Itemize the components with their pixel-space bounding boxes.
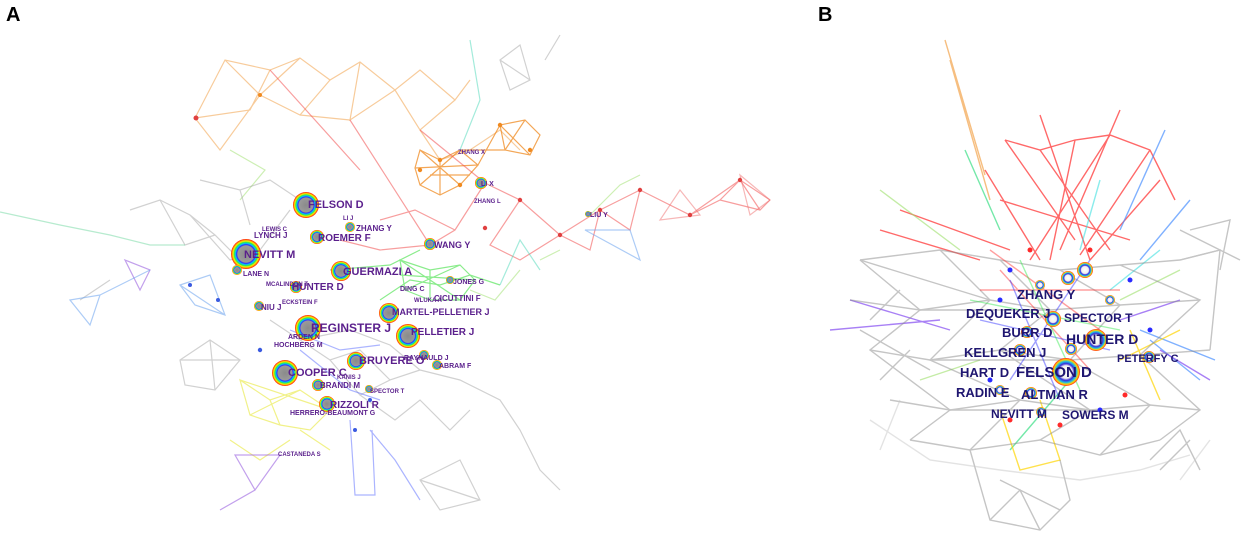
label-b: ALTMAN R: [1021, 387, 1089, 402]
label-a: DING C: [400, 286, 425, 293]
label-a: ABRAM F: [439, 363, 472, 370]
label-a: LI X: [481, 181, 494, 188]
label-a: LYNCH J: [254, 231, 288, 240]
label-b: FELSON D: [1016, 364, 1092, 381]
panel-a-letter: A: [6, 4, 21, 26]
node-b-peterfy-c: [1143, 351, 1155, 363]
label-a: HUNTER D: [292, 282, 344, 293]
node-b-hunter-d: [1085, 329, 1107, 351]
label-a: NEVITT M: [244, 249, 295, 261]
node-rizzoli-r: [319, 396, 335, 412]
node-b-extra-3: [1105, 295, 1115, 305]
label-b: SOWERS M: [1062, 408, 1129, 422]
label-a: GUERMAZI A: [343, 266, 412, 278]
node-niu-j: [254, 301, 264, 311]
node-b-extra-1: [1077, 262, 1093, 278]
label-a: COOPER C: [288, 367, 347, 379]
node-zhang-y: [345, 222, 355, 232]
node-martel-pelletier-j: [379, 303, 399, 323]
network-a-labels: FELSON D NEVITT M LEWIS C LYNCH J LI J Z…: [243, 150, 608, 458]
node-wang-y: [424, 238, 436, 250]
label-a: HOCHBERG M: [274, 342, 323, 349]
label-a: NIU J: [261, 303, 281, 312]
node-b-kellgren-j: [1014, 344, 1026, 356]
label-a: LIU Y: [590, 212, 608, 219]
label-a: CASTANEDA S: [278, 452, 321, 458]
label-a: HERRERO-BEAUMONT G: [290, 410, 376, 417]
label-a: SPECTOR T: [370, 389, 405, 395]
label-a: MARTEL-PELLETIER J: [392, 307, 490, 317]
label-b: SPECTOR T: [1064, 311, 1133, 325]
node-b-altman-r: [1025, 387, 1037, 399]
node-spector-t: [365, 385, 373, 393]
panel-b-letter: B: [818, 4, 833, 26]
label-a: ARDEN N: [288, 334, 320, 341]
network-b-labels: ZHANG Y DEQUEKER J SPECTOR T BURR D HUNT…: [956, 287, 1179, 422]
node-b-radin-e: [995, 385, 1005, 395]
node-nevitt-m: [231, 239, 261, 269]
node-b-extra-2: [1065, 343, 1077, 355]
node-reginster-j: [295, 315, 321, 341]
label-a: WANG Y: [434, 240, 470, 250]
network-a-nodes: [188, 93, 743, 432]
node-jones-g: [446, 276, 454, 284]
label-a: JONES G: [453, 279, 485, 286]
node-hunter-d: [290, 281, 302, 293]
label-b: PETERFY C: [1117, 353, 1179, 365]
label-b: ZHANG Y: [1017, 287, 1076, 302]
node-b-nevitt-m: [1036, 407, 1046, 417]
label-a: MCALINDON T: [266, 282, 308, 288]
label-a: FELSON D: [308, 199, 364, 211]
label-a: LANE N: [243, 271, 269, 278]
label-a: KANIS J: [337, 375, 361, 381]
node-abram-f: [432, 360, 442, 370]
label-b: DEQUEKER J: [966, 306, 1051, 321]
label-b: HUNTER D: [1066, 331, 1138, 347]
label-a: BRUYERE O: [359, 355, 425, 367]
node-roemer-f: [310, 230, 324, 244]
label-a: RIZZOLI R: [330, 400, 380, 411]
node-guermazi-a: [331, 261, 351, 281]
node-cooper-c: [272, 360, 298, 386]
label-b: RADIN E: [956, 385, 1010, 400]
label-b: KELLGREN J: [964, 345, 1046, 360]
label-a: REGINSTER J: [311, 321, 391, 335]
node-raynauld-j: [419, 350, 429, 360]
label-a: WLUKA A: [414, 298, 443, 304]
label-a: LI J: [343, 216, 353, 222]
label-a: RAYNAULD J: [404, 355, 449, 362]
node-liu-y: [585, 211, 591, 217]
node-lane-n: [232, 265, 242, 275]
network-b-nodes: [987, 247, 1155, 428]
label-a: PELLETIER J: [411, 327, 474, 338]
label-a: LEWIS C: [262, 227, 288, 233]
node-brandi-m: [312, 379, 324, 391]
node-li-x: [475, 177, 487, 189]
label-b: BURR D: [1002, 325, 1053, 340]
node-b-burr-d: [1021, 326, 1033, 338]
label-a: ZHANG X: [458, 150, 485, 156]
node-felson-d: [293, 192, 319, 218]
node-b-zhang-y: [1061, 271, 1075, 285]
node-pelletier-j: [396, 324, 420, 348]
node-bruyere-o: [347, 352, 365, 370]
label-a: CICUTTINI F: [434, 294, 481, 303]
node-b-extra-4: [1035, 280, 1045, 290]
label-a: ZHANG Y: [356, 224, 393, 233]
label-b: HART D: [960, 365, 1009, 380]
label-b: NEVITT M: [991, 407, 1047, 421]
label-a: ECKSTEIN F: [282, 300, 318, 306]
node-b-spector-t: [1045, 311, 1061, 327]
label-a: ROEMER F: [318, 233, 371, 244]
network-b-links: [829, 39, 1241, 531]
label-a: BRANDI M: [320, 381, 360, 390]
label-a: ZHANG L: [474, 199, 501, 205]
network-a-links: [0, 34, 771, 511]
node-b-felson-d: [1052, 358, 1080, 386]
